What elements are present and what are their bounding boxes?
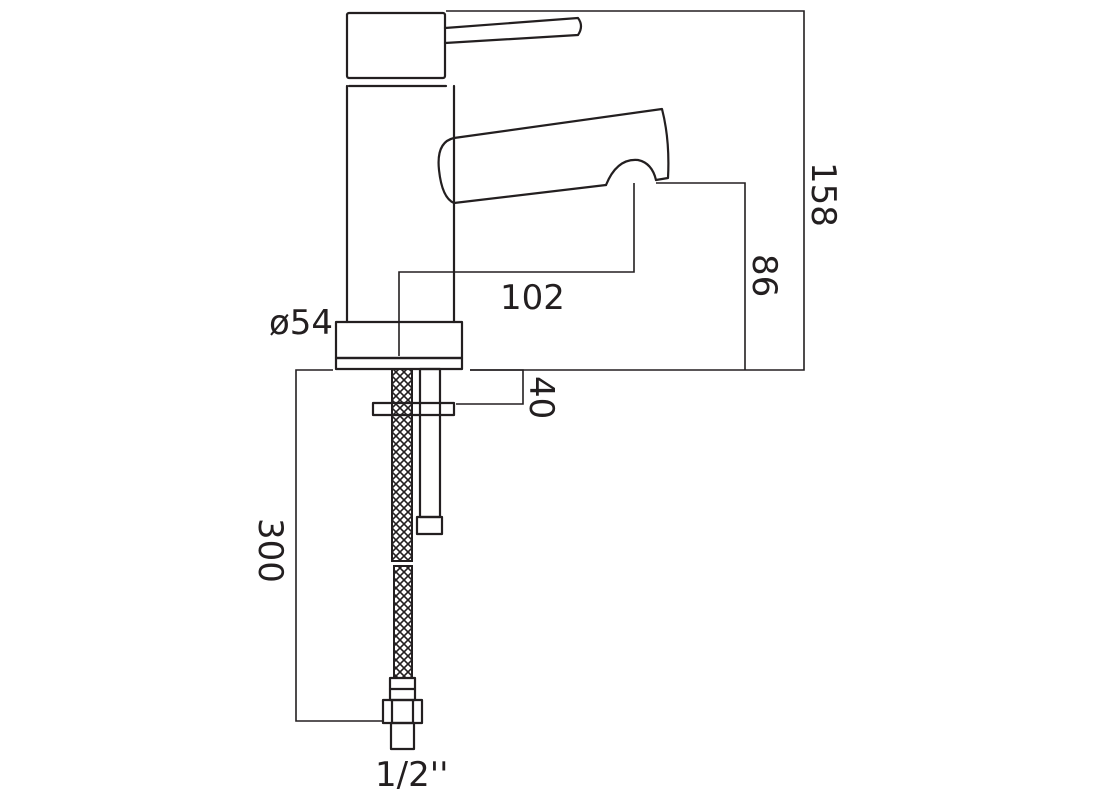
- braided-hose-upper: [391, 368, 413, 562]
- dim-line-spout-reach: [398, 183, 635, 356]
- hose-connector-nut: [381, 698, 424, 725]
- dim-line-hose-length: [295, 369, 382, 722]
- tap-column: [345, 84, 456, 324]
- hose-connector-tail: [389, 721, 416, 751]
- dim-line-overall-height: [446, 10, 805, 371]
- dimension-lines: [295, 10, 805, 722]
- label-connection-size: 1/2'': [375, 755, 448, 795]
- dim-line-spout-height: [656, 182, 746, 370]
- under-deck-fixings: [371, 367, 456, 751]
- fixing-stud: [418, 367, 442, 519]
- label-deck-thickness: 40: [521, 376, 561, 419]
- spout-aerator: [604, 158, 658, 187]
- label-overall-height: 158: [803, 162, 843, 227]
- spout: [437, 107, 670, 205]
- base-plate: [334, 356, 464, 371]
- braided-hose-lower: [393, 565, 413, 679]
- lever-handle: [443, 16, 583, 45]
- dimension-labels: 158 86 102 ø54 40 300 1/2'': [250, 162, 843, 795]
- label-base-diameter: ø54: [269, 303, 333, 343]
- label-hose-length: 300: [250, 518, 290, 583]
- label-spout-height: 86: [744, 254, 784, 297]
- stud-nut: [415, 515, 444, 536]
- backnut-plate: [371, 401, 456, 417]
- tap-top-cap: [345, 11, 447, 80]
- dim-line-deck-thickness: [456, 369, 524, 405]
- label-spout-reach: 102: [500, 278, 565, 318]
